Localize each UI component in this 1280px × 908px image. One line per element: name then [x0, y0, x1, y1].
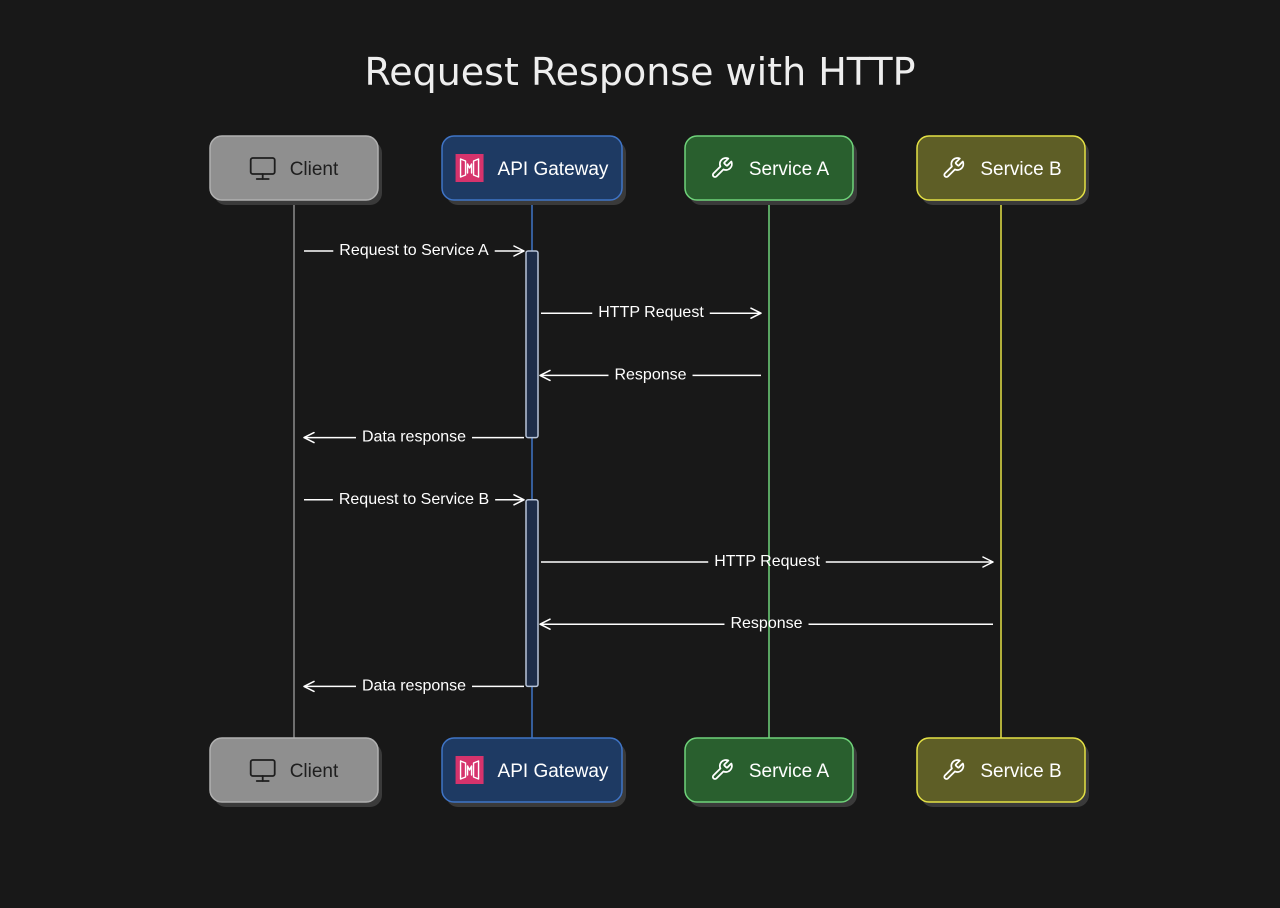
participant-client-bottom: Client	[209, 737, 382, 807]
message-8: Data response	[303, 677, 524, 694]
message-1: Request to Service A	[304, 242, 525, 259]
participant-label: Service B	[980, 761, 1061, 782]
participants-top: Client API Gateway Service A Service B	[209, 135, 1089, 205]
participant-gateway-bottom: API Gateway	[441, 737, 626, 807]
message-5: Request to Service B	[304, 491, 525, 508]
participant-label: Service A	[749, 761, 830, 782]
participant-label: Client	[290, 159, 339, 180]
activations	[525, 250, 539, 688]
message-6: HTTP Request	[541, 553, 994, 570]
message-label: Response	[614, 366, 686, 383]
participant-label: Service A	[749, 159, 830, 180]
message-label: HTTP Request	[714, 553, 820, 570]
participant-box	[441, 135, 623, 201]
message-label: Request to Service B	[339, 491, 489, 508]
participant-box	[441, 737, 623, 803]
api-gateway-icon	[455, 756, 484, 784]
api-gateway-icon	[455, 154, 484, 182]
participants-bottom: Client API Gateway Service A Service B	[209, 737, 1089, 807]
participant-serviceB-top: Service B	[916, 135, 1089, 205]
message-label: Response	[730, 615, 802, 632]
message-3: Response	[539, 366, 761, 383]
wrench-icon	[712, 759, 733, 780]
participant-client-top: Client	[209, 135, 382, 205]
participant-label: API Gateway	[498, 159, 609, 180]
message-4: Data response	[303, 429, 524, 446]
participant-serviceA-bottom: Service A	[684, 737, 857, 807]
message-label: Request to Service A	[339, 242, 489, 259]
activation-bar-2	[525, 499, 539, 688]
message-label: Data response	[362, 677, 466, 694]
message-7: Response	[539, 615, 993, 632]
participant-box	[209, 737, 379, 803]
participant-label: Client	[290, 761, 339, 782]
participant-label: Service B	[980, 159, 1061, 180]
diagram-title: Request Response with HTTP	[365, 50, 916, 94]
participant-gateway-top: API Gateway	[441, 135, 626, 205]
wrench-icon	[712, 157, 733, 178]
participant-box	[916, 135, 1086, 201]
lifelines	[293, 200, 1002, 738]
participant-box	[916, 737, 1086, 803]
participant-box	[684, 135, 854, 201]
participant-serviceB-bottom: Service B	[916, 737, 1089, 807]
participant-label: API Gateway	[498, 761, 609, 782]
message-label: Data response	[362, 429, 466, 446]
message-label: HTTP Request	[598, 304, 704, 321]
participant-box	[209, 135, 379, 201]
message-2: HTTP Request	[541, 304, 762, 321]
activation-bar-1	[525, 250, 539, 439]
wrench-icon	[943, 157, 965, 178]
participant-box	[684, 737, 854, 803]
monitor-icon	[249, 157, 276, 180]
wrench-icon	[943, 759, 965, 780]
participant-serviceA-top: Service A	[684, 135, 857, 205]
monitor-icon	[249, 759, 276, 782]
